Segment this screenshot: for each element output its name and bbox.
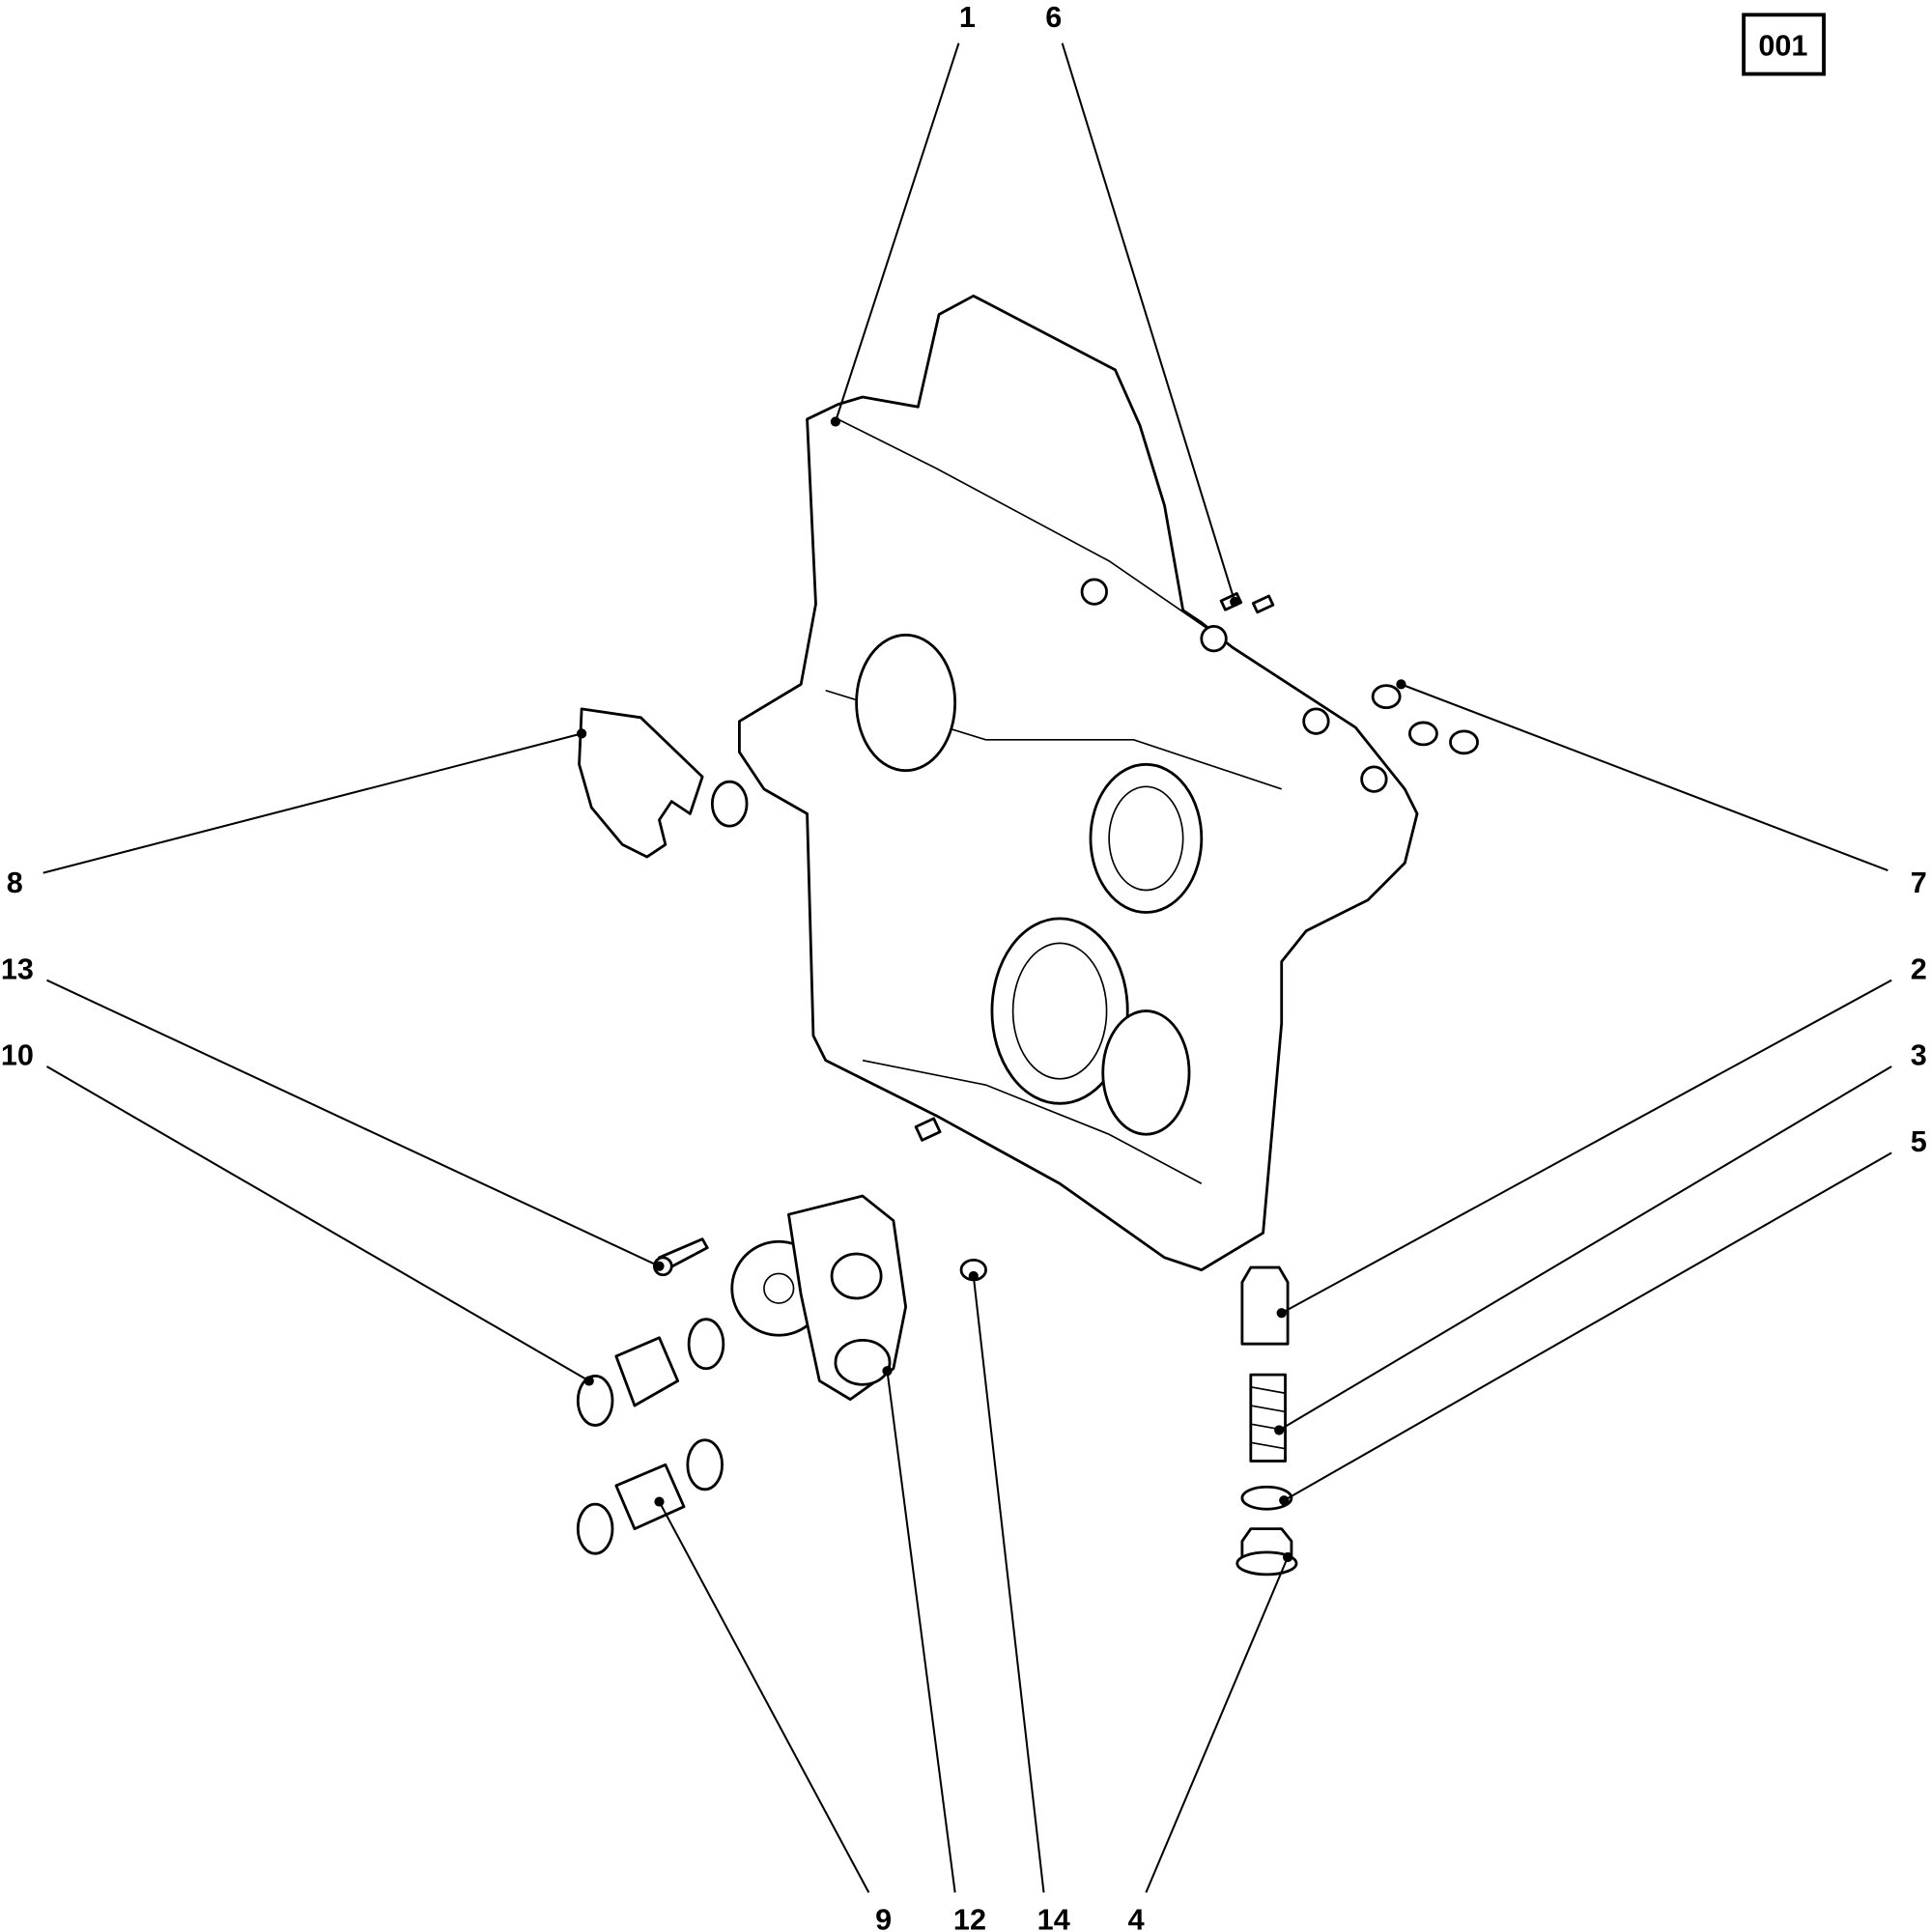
leader-lines (43, 43, 1892, 1893)
spring-part (1249, 1373, 1287, 1463)
seal-ring-part (1240, 1485, 1293, 1511)
oil-pump-part (730, 1194, 908, 1402)
relief-valve-part (1240, 1265, 1290, 1346)
callout-8: 8 (7, 867, 23, 899)
callout-5: 5 (1911, 1125, 1927, 1158)
callout-14: 14 (1037, 1903, 1070, 1932)
page-code-badge: 001 (1742, 13, 1826, 76)
gasket-part (578, 707, 749, 859)
svg-text:001: 001 (1758, 29, 1807, 62)
callout-3: 3 (1911, 1039, 1927, 1072)
screw-plug-part (1235, 1527, 1298, 1577)
sleeve-lower-part (576, 1438, 724, 1555)
sleeve-upper-part (576, 1318, 725, 1427)
timing-cover-part (738, 294, 1419, 1272)
callout-6: 6 (1045, 1, 1062, 34)
callout-7: 7 (1911, 867, 1927, 899)
callout-2: 2 (1911, 952, 1927, 985)
callout-12: 12 (953, 1903, 986, 1932)
callout-4: 4 (1128, 1903, 1145, 1932)
plug-part (914, 1117, 942, 1142)
dowel-pins-part (1219, 592, 1275, 614)
callout-10: 10 (1, 1039, 34, 1072)
callout-9: 9 (875, 1903, 892, 1932)
bushings-part (1371, 684, 1479, 755)
callout-13: 13 (1, 952, 34, 985)
callout-1: 1 (959, 1, 976, 34)
